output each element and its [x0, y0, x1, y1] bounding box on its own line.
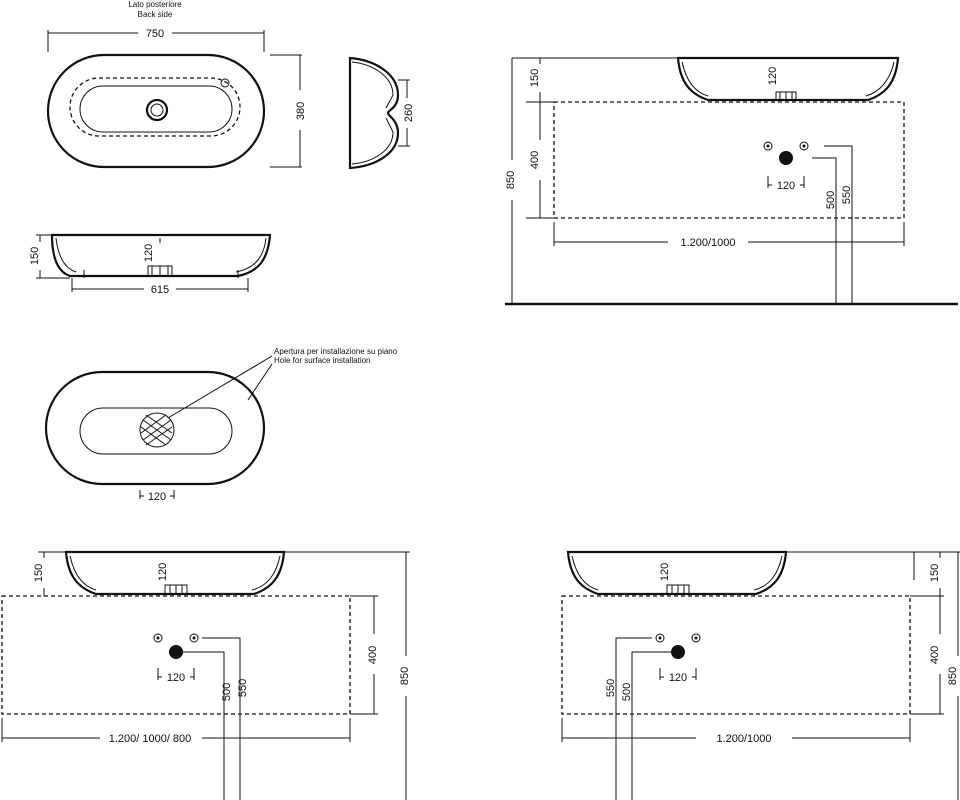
basin-height-label: 150 [529, 69, 541, 87]
cabinet-width-label: 1.200/1000 [716, 733, 771, 745]
cabinet-width-label: 1.200/ 1000/ 800 [109, 733, 192, 745]
front-base-label: 615 [151, 284, 169, 296]
top-width-label: 750 [146, 28, 164, 40]
drain-label: 120 [157, 563, 169, 581]
waste-outlet-icon [169, 645, 183, 659]
drain-label: 120 [767, 67, 779, 85]
water-inlet-icon [655, 633, 665, 643]
basin-outline-top [46, 53, 266, 169]
front-drain-label: 120 [143, 244, 155, 262]
cabinet-outline [1, 595, 351, 715]
cabinet-height-label: 400 [367, 646, 379, 664]
basin-height-label: 150 [929, 564, 941, 582]
basin-outline-front [50, 233, 272, 278]
installation-hole-icon [139, 412, 175, 448]
drain-label: 120 [659, 563, 671, 581]
total-height-label: 850 [505, 171, 517, 189]
hole-note-en: Hole for surface installation [274, 356, 371, 365]
water-inlet-icon [691, 633, 701, 643]
installation-hole-view: Apertura per installazione su piano Hole… [44, 347, 398, 503]
pipe-spacing-label: 120 [669, 672, 687, 684]
front-view: 120 150 615 [29, 233, 272, 296]
basin-height-label: 150 [33, 564, 45, 582]
total-height-label: 850 [947, 667, 959, 685]
cabinet-outline [561, 595, 911, 715]
water-inlet-icon [153, 633, 163, 643]
front-height-label: 150 [29, 247, 41, 265]
cabinet-top-right: 120 150 400 850 120 500 550 1.200/1000 [505, 56, 958, 306]
water-inlet-icon [763, 141, 773, 151]
total-height-label: 850 [399, 667, 411, 685]
basin-outline-top-hole [44, 370, 266, 486]
cabinet-bottom-left: 120 150 400 850 120 500 550 1.200/ 1000/… [1, 550, 411, 800]
overflow-icon [220, 78, 230, 88]
basin-outline [566, 550, 788, 596]
side-height-label: 260 [403, 104, 415, 122]
pipe-a-label: 550 [605, 679, 617, 697]
water-inlet-icon [799, 141, 809, 151]
top-depth-label: 380 [295, 102, 307, 120]
cabinet-height-label: 400 [929, 646, 941, 664]
cabinet-width-label: 1.200/1000 [680, 237, 735, 249]
side-view: 260 [348, 56, 415, 170]
back-side-label-en: Back side [138, 10, 173, 19]
drain-icon [145, 98, 169, 122]
hole-note-it: Apertura per installazione su piano [274, 347, 398, 356]
waste-outlet-icon [671, 645, 685, 659]
pipe-a-label: 500 [221, 683, 233, 701]
pipe-b-label: 500 [621, 683, 633, 701]
pipe-b-label: 550 [841, 186, 853, 204]
top-view: Lato posteriore Back side 750 380 [46, 0, 307, 169]
basin-inner-bowl [69, 77, 241, 137]
basin-outline [64, 550, 286, 596]
pipe-a-label: 500 [825, 191, 837, 209]
pipe-spacing-label: 120 [777, 180, 795, 192]
cabinet-outline [553, 101, 905, 219]
pipe-spacing-label: 120 [167, 672, 185, 684]
cabinet-height-label: 400 [529, 151, 541, 169]
hole-size-label: 120 [148, 491, 166, 503]
basin-outline-side [348, 56, 400, 170]
cabinet-bottom-right: 120 150 400 850 120 550 500 1.200/1000 [561, 550, 960, 800]
water-inlet-icon [189, 633, 199, 643]
basin-outline [676, 56, 900, 102]
waste-outlet-icon [779, 151, 793, 165]
pipe-b-label: 550 [237, 679, 249, 697]
back-side-label-it: Lato posteriore [128, 0, 182, 9]
